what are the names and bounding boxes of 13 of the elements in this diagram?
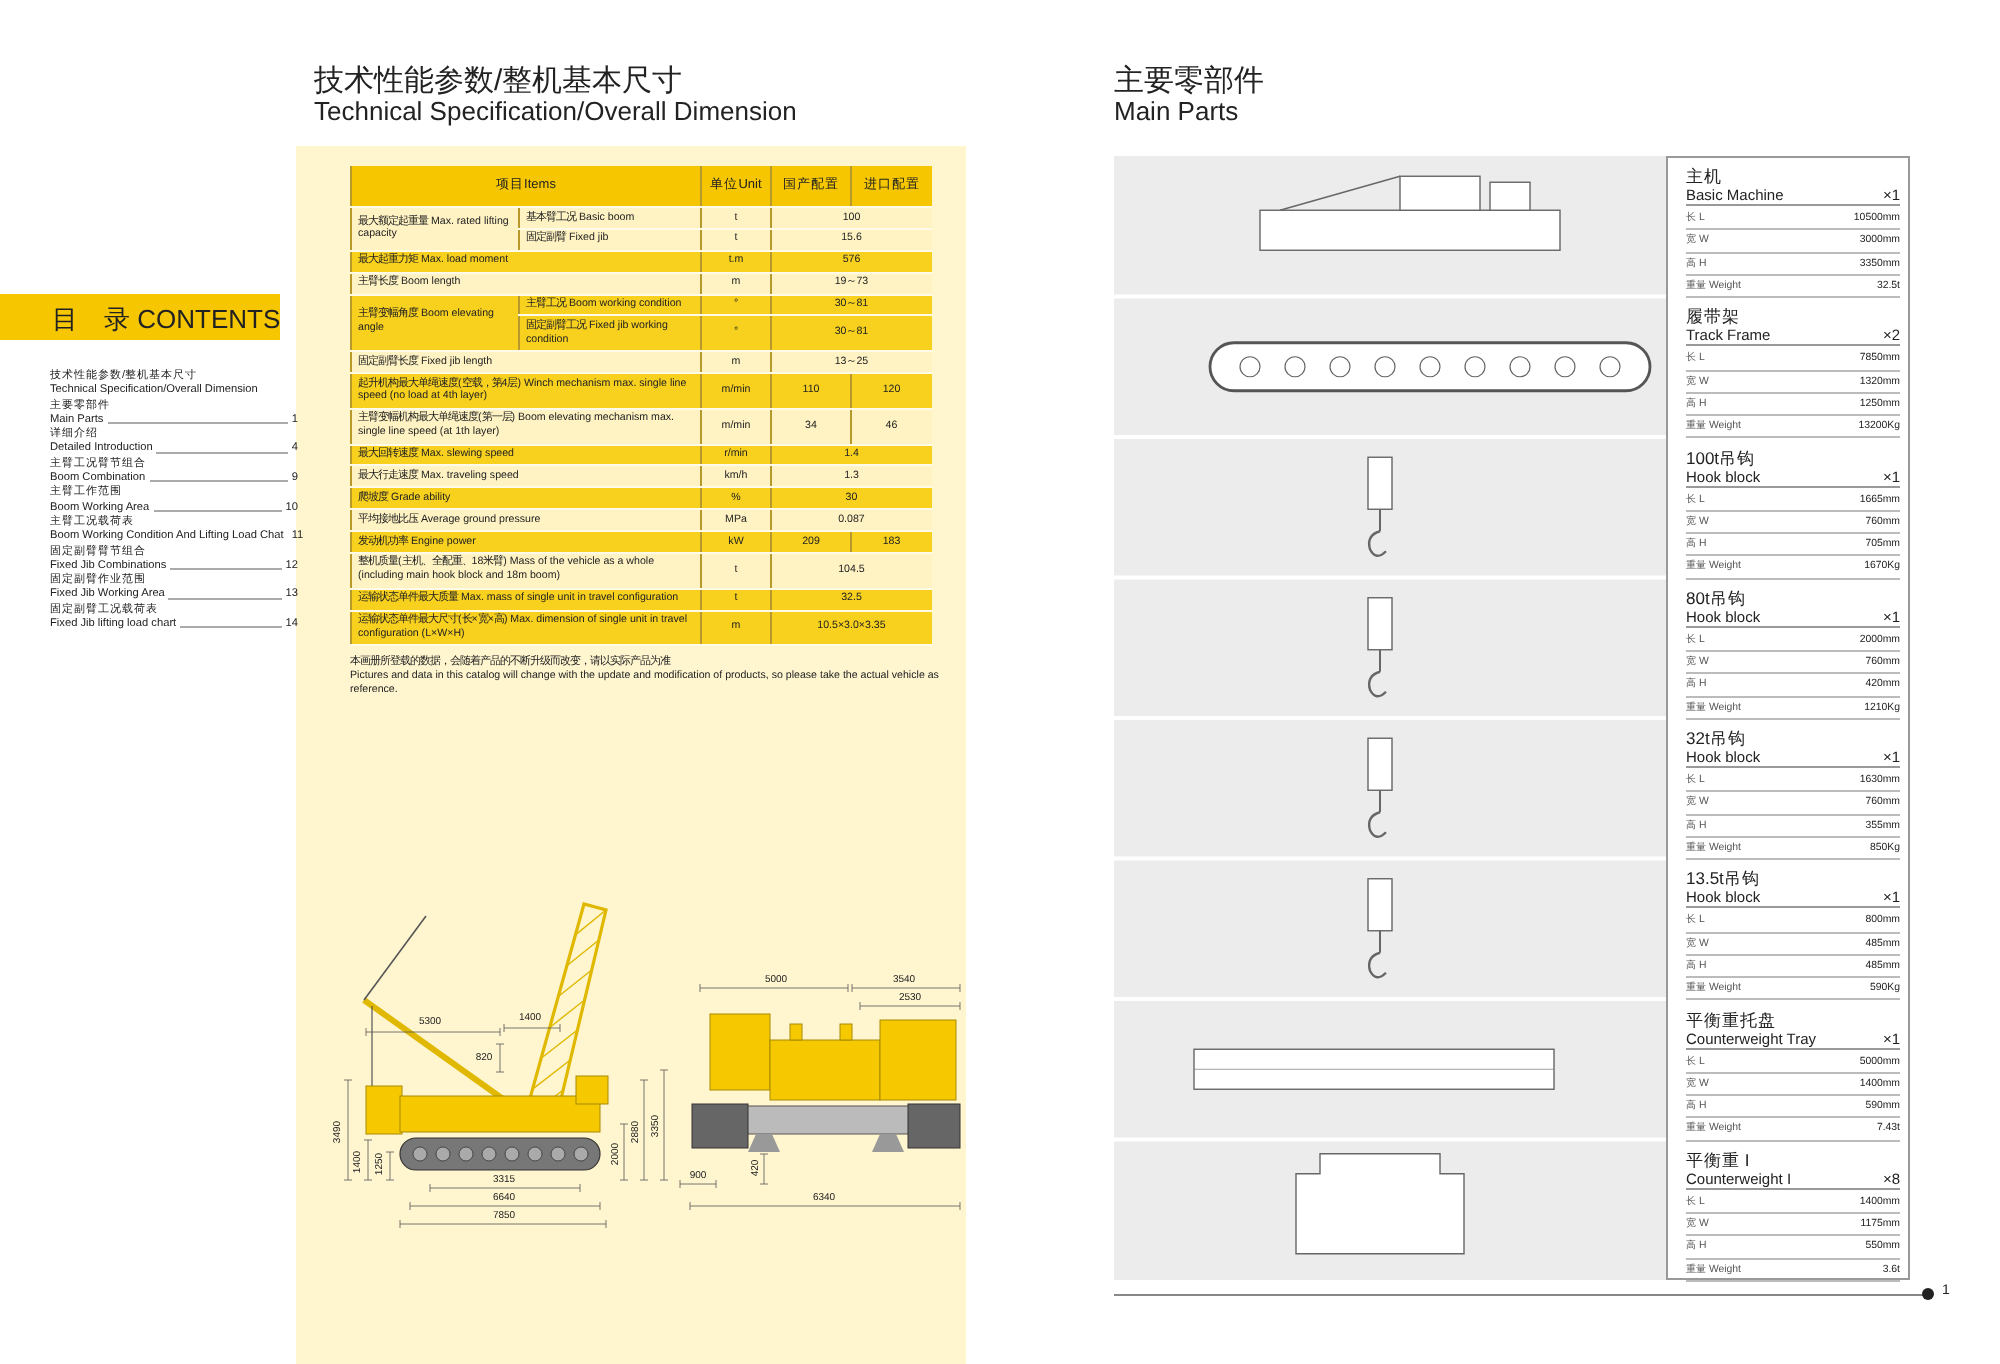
- section-title: 目 录 CONTENTS: [52, 302, 281, 338]
- part-name: 平衡重托盘: [1686, 1009, 1778, 1029]
- part-name: 主机: [1686, 166, 1724, 186]
- section-heading: 主要零部件: [1114, 62, 1264, 100]
- part-name: 100t吊钩: [1686, 447, 1758, 467]
- section-heading: 技术性能参数/整机基本尺寸: [314, 62, 683, 100]
- section-heading: Main Parts: [1114, 96, 1239, 126]
- part-name: 80t吊钩: [1686, 587, 1748, 608]
- part-name: 平衡重 I: [1686, 1149, 1752, 1170]
- part-name: 13.5t吊钩: [1686, 868, 1762, 889]
- part-name: 履带架: [1686, 306, 1742, 327]
- part-name: 32t吊钩: [1686, 728, 1748, 748]
- section-heading: Technical Specification/Overall Dimension: [314, 96, 797, 126]
